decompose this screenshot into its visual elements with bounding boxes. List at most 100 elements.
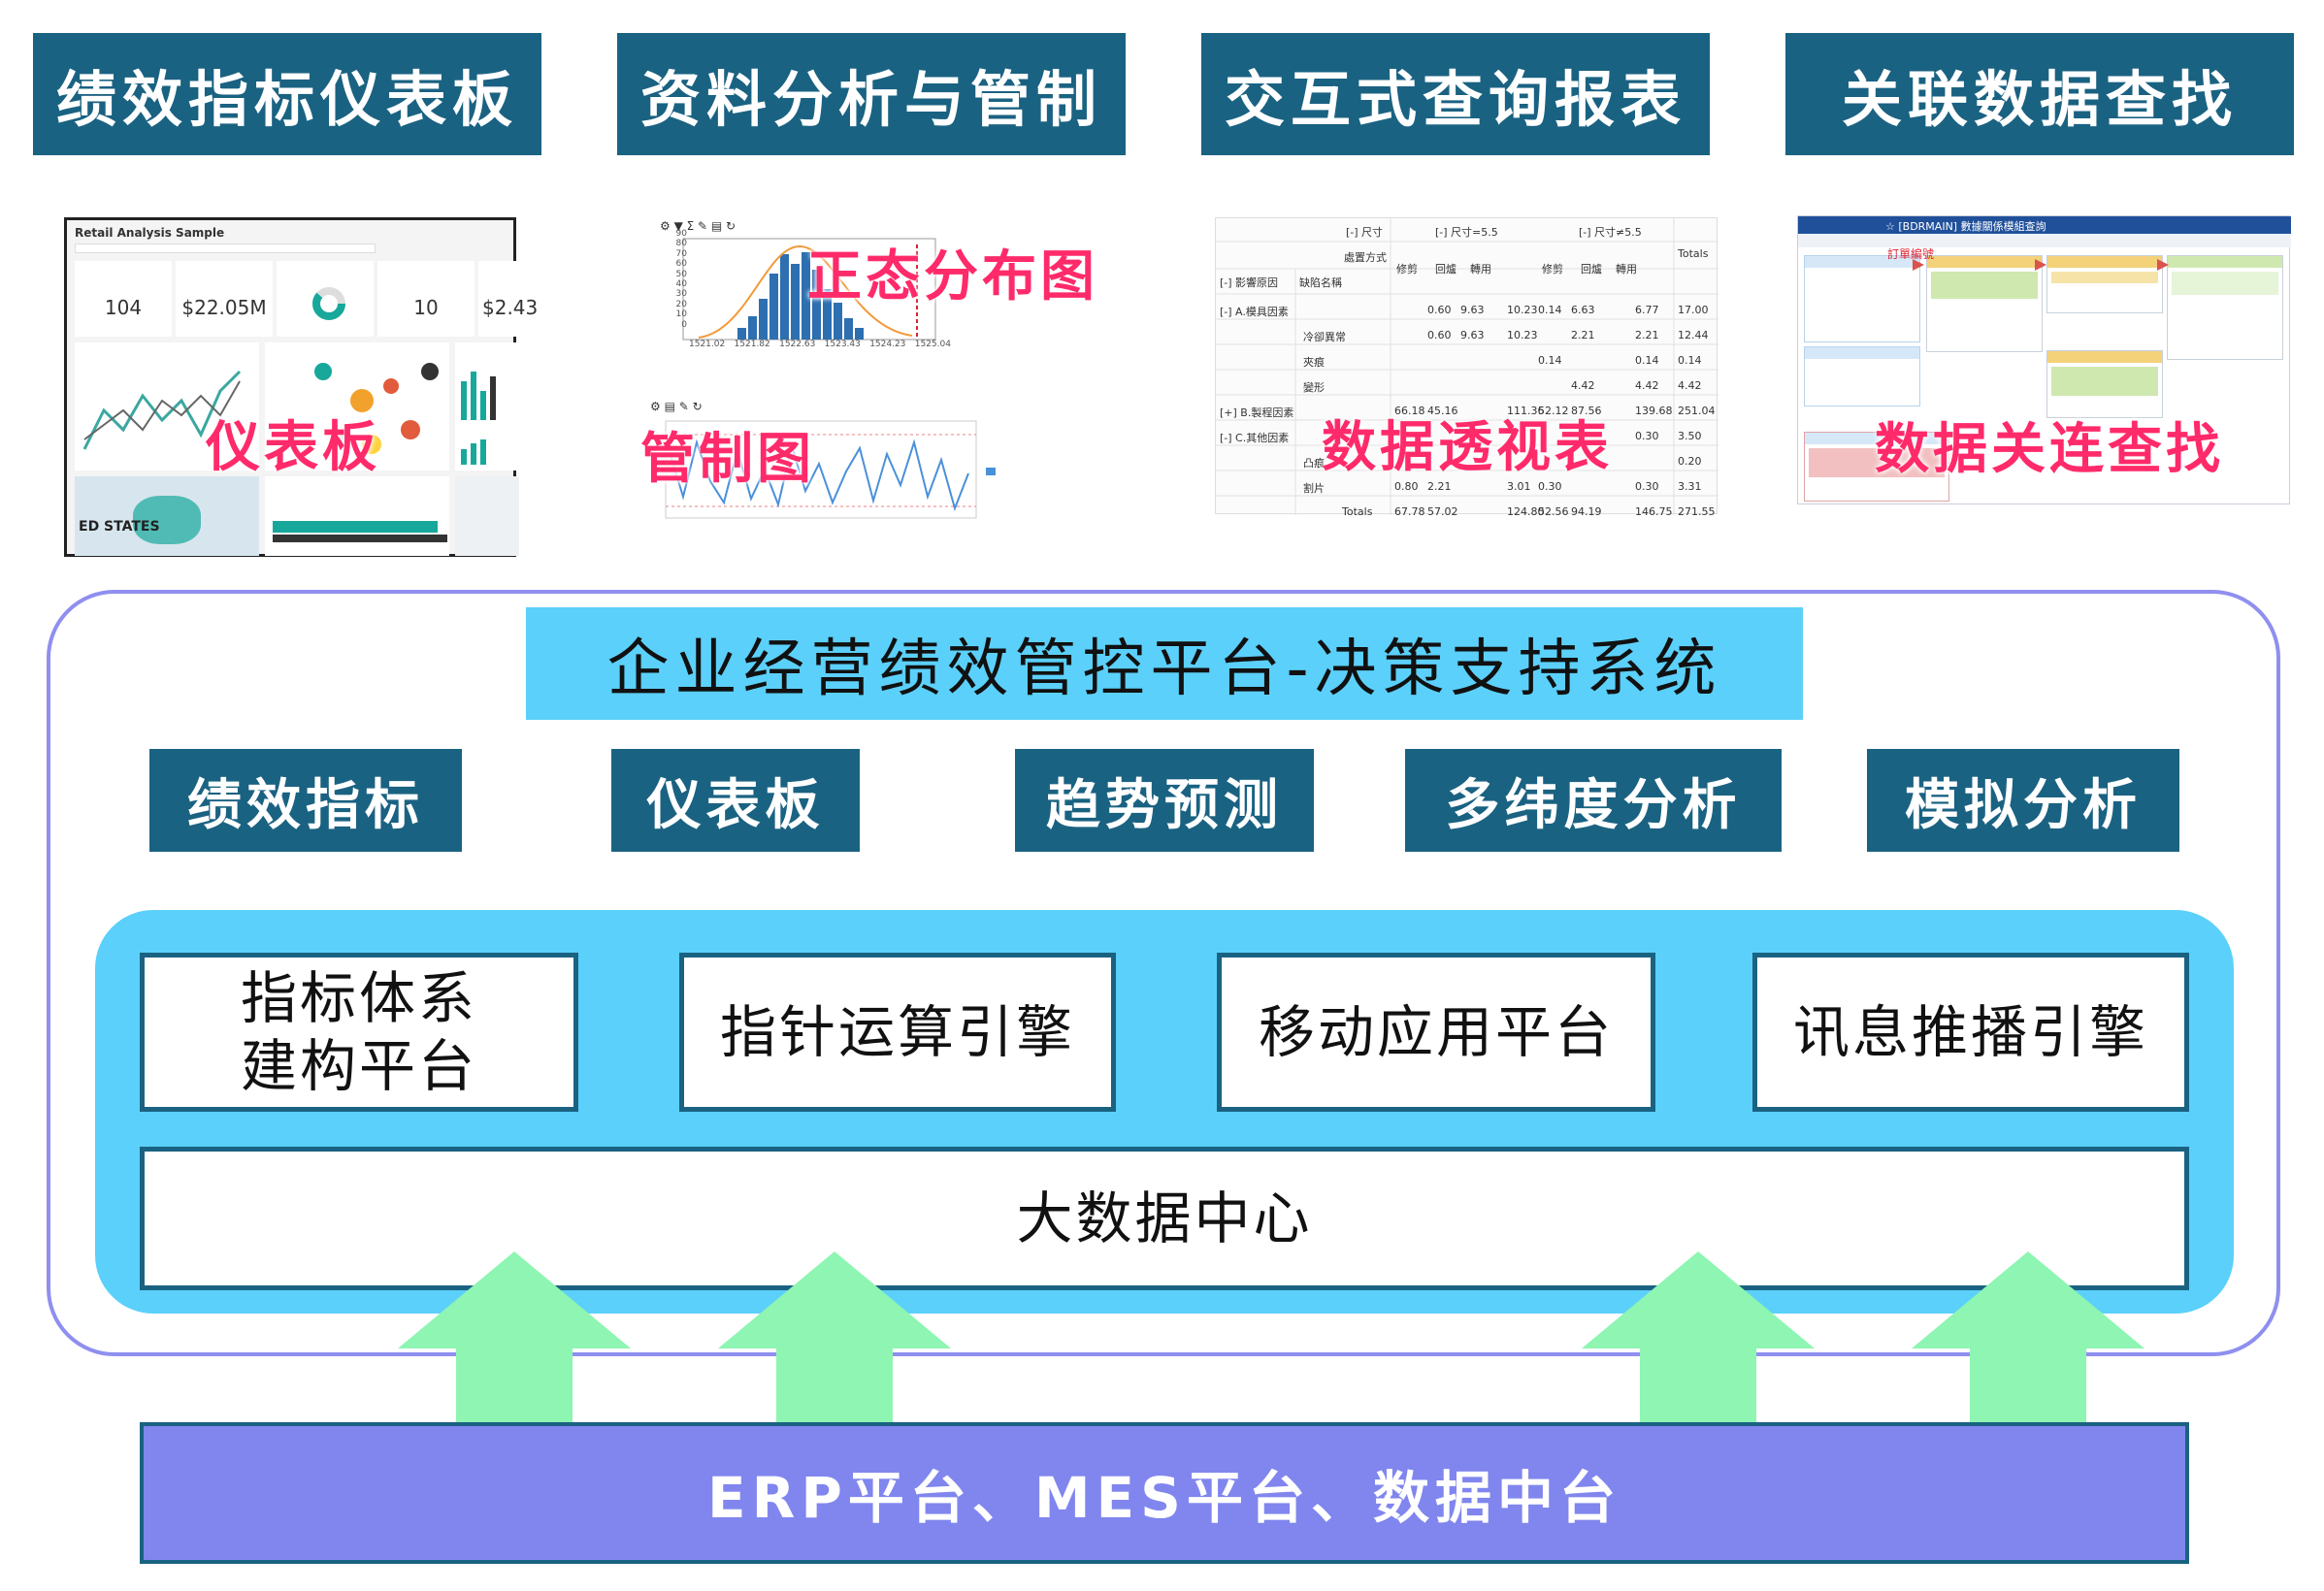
histogram-chart [682,238,936,341]
pivot-cell: 4.42 [1571,379,1595,392]
foundation-bar: ERP平台、MES平台、数据中台 [140,1422,2189,1564]
pivot-cell: 6.63 [1571,304,1595,316]
module-mobile-platform: 移动应用平台 [1217,953,1655,1112]
platform-tab-kpi: 绩效指标 [149,749,462,852]
pivot-cell: 9.63 [1460,304,1485,316]
pivot-subcol: 修剪 [1396,263,1418,276]
pivot-col-a: [-] 尺寸=5.5 [1435,226,1498,239]
kpi-card: 104 [75,261,172,337]
kpi-card: $22.05M [176,261,273,337]
pivot-cell: 45.16 [1427,405,1458,417]
progress-thumbnail [265,476,449,556]
pivot-cell: 4.42 [1635,379,1659,392]
donut-chart-icon [312,287,345,320]
y-tick: 0 [681,319,687,330]
control-chart [665,420,996,519]
lookup-toolbar [1798,234,2291,247]
lookup-panel [1804,255,1920,342]
map-thumbnail: ED STATES [75,476,259,556]
x-tick: 1521.02 [689,340,726,349]
control-chart-screenshot: ⚙ ▤ ✎ ↻ [646,400,1034,545]
pivot-cell: 0.14 [1678,354,1702,367]
tab-related-data-lookup: 关联数据查找 [1785,33,2294,155]
kpi-value: $2.43 [482,296,539,319]
pivot-totals-header: Totals [1678,247,1709,260]
platform-container [47,590,2280,1356]
pivot-cell: 0.14 [1538,354,1562,367]
pivot-cell: 10.23 [1507,329,1538,341]
pivot-row-label: [-] A.模具因素 [1220,306,1289,318]
histogram-y-ticks: 90 80 70 60 50 40 30 20 10 0 [666,229,687,330]
lookup-title: ☆ [BDRMAIN] 數據關係模組查詢 [1885,220,2046,233]
y-tick: 80 [675,239,687,249]
pivot-cell: 67.78 [1394,505,1425,518]
pivot-cell: 6.77 [1635,304,1659,316]
lookup-panel [2046,255,2163,313]
pivot-subcol: 轉用 [1616,263,1637,276]
dashboard-screenshot: Retail Analysis Sample 104 $22.05M 10 $2… [64,217,538,557]
toolbar-icons: ⚙ ▤ ✎ ↻ [650,400,703,413]
up-arrow-icon [398,1251,631,1455]
pivot-cell: 10.23 [1507,304,1538,316]
pivot-grid-lines [1216,218,1718,515]
up-arrow-icon [718,1251,951,1455]
y-tick: 70 [675,248,687,259]
map-label: ED STATES [79,519,160,535]
kpi-value: 104 [104,296,143,319]
pivot-cell: 146.75 [1635,505,1673,518]
histogram-screenshot: ⚙ ▼ Σ ✎ ▤ ↻ [660,219,951,371]
y-tick: 50 [675,269,687,279]
pivot-cell: 0.60 [1427,304,1452,316]
pivot-cell: 66.18 [1394,405,1425,417]
lookup-panel [2167,255,2283,360]
tab-data-analysis-control: 资料分析与管制 [617,33,1126,155]
pivot-cell: 2.21 [1571,329,1595,341]
y-tick: 20 [675,299,687,309]
pivot-cell: 0.14 [1635,354,1659,367]
module-indicator-engine: 指针运算引擎 [679,953,1116,1112]
up-arrow-icon [1582,1251,1815,1455]
pivot-table-screenshot: [-] 尺寸 [-] 尺寸=5.5 [-] 尺寸≠5.5 Totals 處置方式… [1215,217,1718,518]
map-region [133,496,201,544]
lookup-panel [1804,346,1920,406]
pivot-col-b: [-] 尺寸≠5.5 [1579,226,1642,239]
platform-tab-dashboard: 仪表板 [611,749,860,852]
pivot-row-name: 冷卻異常 [1303,331,1346,343]
pivot-cell: 0.30 [1635,430,1659,442]
module-push-engine: 讯息推播引擎 [1752,953,2189,1112]
lookup-titlebar: ☆ [BDRMAIN] 數據關係模組查詢 [1798,216,2291,234]
tab-kpi-dashboard: 绩效指标仪表板 [33,33,541,155]
pivot-row-head: [-] 影響原因 [1220,276,1279,289]
x-tick: 1524.23 [869,340,906,349]
pivot-row-name: 變形 [1303,381,1325,394]
progress-track [273,535,447,542]
pivot-subcol: 回爐 [1435,263,1457,276]
pivot-subcol: 修剪 [1542,263,1563,276]
pivot-overlay-label: 数据透视表 [1322,416,1613,479]
y-tick: 10 [675,309,687,320]
x-tick: 1523.43 [824,340,861,349]
pivot-cell: 2.21 [1635,329,1659,341]
platform-tab-trend-forecast: 趋势预测 [1015,749,1314,852]
y-tick: 90 [675,229,687,239]
pivot-cell: 0.14 [1538,304,1562,316]
arrows-layer [398,1251,2144,1455]
pivot-row: 凸痕 0.20 [1216,449,1718,474]
pivot-cell: 2.21 [1427,480,1452,493]
pivot-row-name: 凸痕 [1303,457,1325,470]
tab-interactive-report: 交互式查询报表 [1201,33,1710,155]
y-tick: 30 [675,289,687,300]
map-thumbnail-small [455,476,519,556]
pivot-cell: 0.20 [1678,455,1702,468]
y-tick: 40 [675,279,687,290]
lookup-overlay-label: 数据关连查找 [1875,418,2224,481]
pivot-row-label: [-] C.其他因素 [1220,432,1290,444]
histogram-overlay-label: 正态分布图 [807,245,1098,308]
pivot-cell: 17.00 [1678,304,1709,316]
platform-title: 企业经营绩效管控平台-决策支持系统 [526,607,1803,720]
scatter-chart-thumbnail [265,342,449,471]
lookup-panel [2046,350,2163,418]
